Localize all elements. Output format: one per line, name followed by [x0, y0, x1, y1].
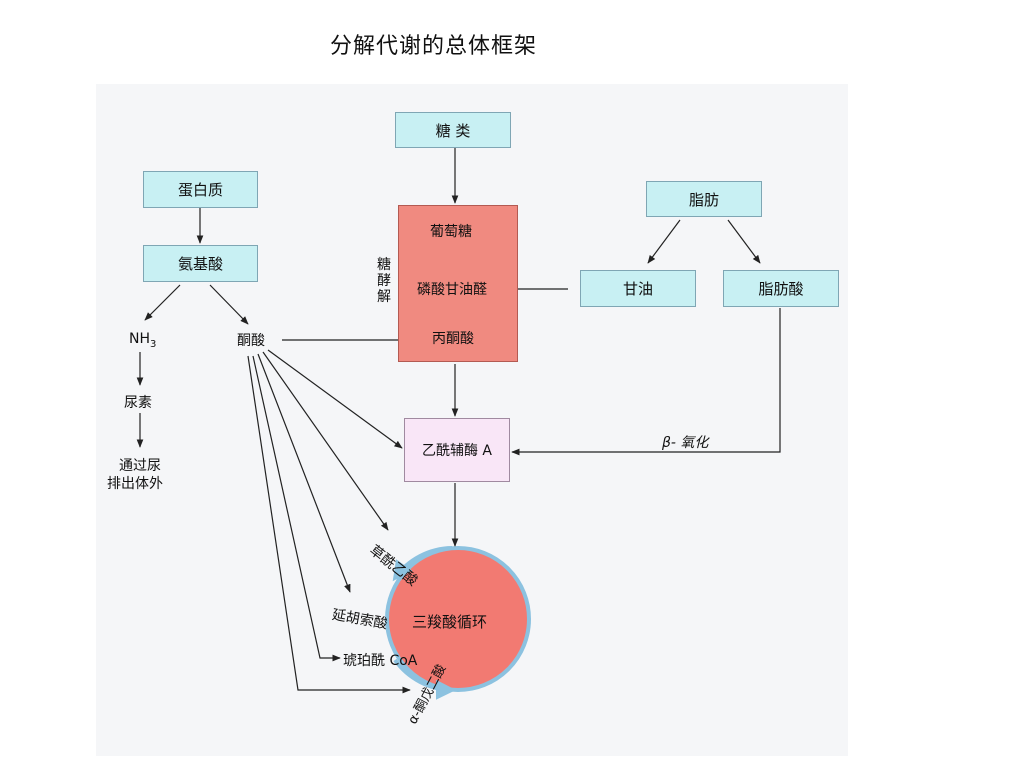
- node-protein: 蛋白质: [143, 171, 258, 208]
- label-tca-cycle: 三羧酸循环: [412, 613, 488, 631]
- label-nh3: NH3: [129, 331, 157, 350]
- label-beta-oxidation: β- 氧化: [662, 435, 709, 451]
- label-glucose: 葡萄糖: [430, 224, 472, 240]
- arrow-keto-fumarate: [257, 353, 351, 593]
- arrow-aminoacid-keto: [209, 284, 249, 325]
- node-sugar: 糖 类: [395, 112, 511, 148]
- label-pyruvate: 丙酮酸: [432, 331, 474, 347]
- arrow-fat-fattyacid: [727, 219, 761, 264]
- tca-cycle-circle: [385, 546, 531, 692]
- arrow-keto-acetyl: [267, 349, 403, 449]
- arrow-keto-succinyl: [252, 355, 341, 662]
- node-fatty-acid: 脂肪酸: [723, 270, 839, 307]
- node-acetyl-coa: 乙酰辅酶 A: [404, 418, 510, 482]
- node-fat: 脂肪: [646, 181, 762, 217]
- label-urea: 尿素: [124, 395, 152, 411]
- arrow-fat-glycerol: [647, 219, 681, 264]
- node-glycerol: 甘油: [580, 270, 696, 307]
- tca-cycle-arrow-top: [392, 546, 453, 582]
- arrow-fattyacid-acetyl: [511, 308, 781, 456]
- node-amino-acid: 氨基酸: [143, 245, 258, 282]
- tca-cycle-arrow-bottom: [393, 658, 456, 700]
- label-g3p: 磷酸甘油醛: [417, 282, 487, 298]
- node-glycolysis-block: [398, 205, 518, 362]
- label-excretion-1: 通过尿: [119, 458, 161, 474]
- label-keto-acid: 酮酸: [237, 333, 265, 349]
- arrow-keto-oxaloacetate: [262, 351, 389, 531]
- page-title: 分解代谢的总体框架: [330, 34, 538, 59]
- label-glycolysis: 糖酵解: [377, 257, 391, 305]
- arrow-keto-alphakg: [247, 355, 411, 694]
- label-excretion-2: 排出体外: [107, 476, 163, 492]
- label-succinyl-coa: 琥珀酰 CoA: [343, 653, 418, 669]
- arrow-aminoacid-nh3: [144, 284, 181, 321]
